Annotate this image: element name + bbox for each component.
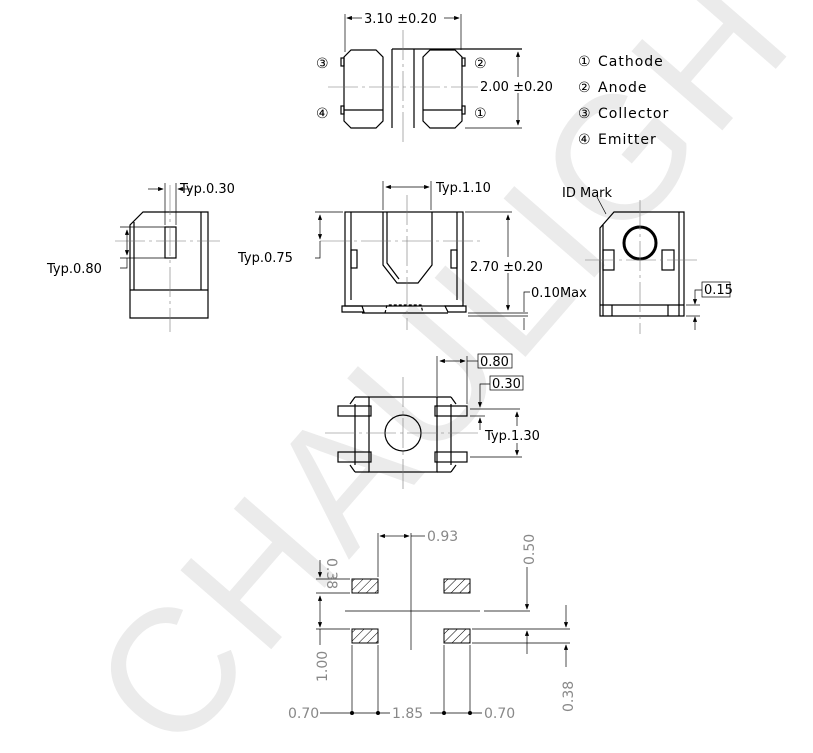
legend-label-4: Emitter (598, 132, 657, 148)
top-width-dim: 3.10 ±0.20 (364, 12, 437, 27)
legend-label-1: Cathode (598, 54, 664, 70)
pad-offset-dim: 0.30 (492, 377, 521, 392)
fp-gap-y: 0.50 (522, 534, 538, 565)
legend-label-3: Collector (598, 106, 669, 122)
slot-width-dim: Typ.0.30 (179, 182, 235, 197)
depth-dim: Typ.0.75 (237, 251, 293, 266)
front-view: Typ.1.10 Typ.0.75 2.70 ±0.20 0.10Max (237, 181, 587, 330)
fp-pitch-y: 1.00 (315, 651, 331, 682)
side-view: Typ.0.30 Typ.0.80 (46, 182, 235, 332)
bottom-view: 0.80 0.30 Typ.1.30 (325, 353, 552, 490)
fp-center-span: 1.85 (392, 706, 423, 722)
pin-mark-3: ③ (316, 56, 330, 72)
gap-width-dim: Typ.1.10 (435, 181, 491, 196)
fp-pad-h-top: 0.38 (323, 558, 339, 589)
legend-num-1: ① (578, 54, 592, 70)
pad-length-dim: 0.80 (480, 355, 509, 370)
fp-pad-w-right: 0.70 (484, 706, 515, 722)
legend-num-4: ④ (578, 132, 592, 148)
standoff-dim: 0.15 (704, 283, 733, 298)
slot-height-dim: Typ.0.80 (46, 262, 102, 277)
pin-legend: ① Cathode ② Anode ③ Collector ④ Emitter (578, 54, 669, 148)
rear-view: ID Mark 0.15 (562, 186, 733, 334)
legend-num-3: ③ (578, 106, 592, 122)
top-view: 3.10 ±0.20 2.00 ±0.20 ③ ④ ② ① (316, 12, 558, 145)
watermark: CHAULIGHT (57, 0, 813, 753)
fp-pad-h-bottom: 0.38 (561, 681, 577, 712)
id-mark-label: ID Mark (562, 186, 613, 201)
recommended-footprint: 0.93 0.38 1.00 0.50 0.38 0.70 1.85 0.70 (288, 529, 577, 722)
top-height-dim: 2.00 ±0.20 (480, 80, 553, 95)
pin-mark-2: ② (474, 56, 488, 72)
fp-pad-w-left: 0.70 (288, 706, 319, 722)
pin-mark-1: ① (474, 106, 488, 122)
legend-label-2: Anode (598, 80, 648, 96)
height-dim: 2.70 ±0.20 (470, 260, 543, 275)
pin-mark-4: ④ (316, 106, 330, 122)
pad-pitch-dim: Typ.1.30 (484, 429, 540, 444)
fp-gap-x: 0.93 (427, 529, 458, 545)
legend-num-2: ② (578, 80, 592, 96)
coplanarity-dim: 0.10Max (531, 286, 587, 301)
